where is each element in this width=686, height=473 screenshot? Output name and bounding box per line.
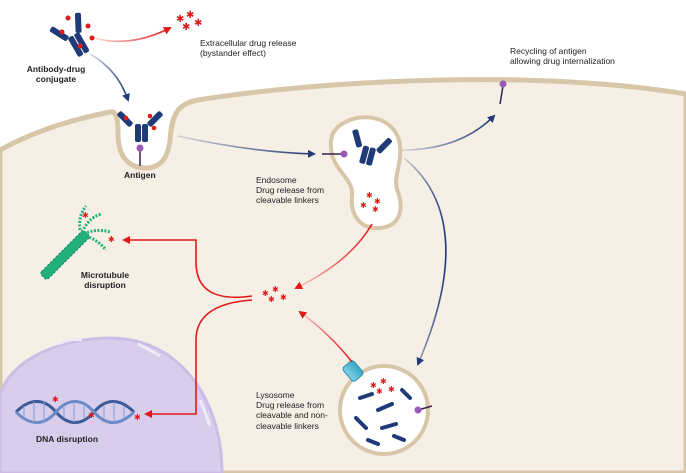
svg-text:✱: ✱ xyxy=(194,18,202,29)
svg-text:✱: ✱ xyxy=(280,293,287,302)
arrow-to-dna xyxy=(144,299,253,418)
svg-text:✱: ✱ xyxy=(272,285,279,294)
drug-cluster-endosome: ✱✱✱✱ xyxy=(360,191,381,214)
label-lysosome: Lysosome xyxy=(256,390,295,400)
svg-text:✱: ✱ xyxy=(376,387,383,396)
svg-text:✱: ✱ xyxy=(370,381,377,390)
svg-text:✱: ✱ xyxy=(182,22,190,33)
arrow-to-microtubule xyxy=(122,236,253,298)
label-lysosome-desc-2: cleavable and non- xyxy=(256,410,328,421)
svg-text:✱: ✱ xyxy=(186,10,194,21)
microtubule xyxy=(40,205,111,280)
adc-free xyxy=(49,12,90,57)
arrow-recycling xyxy=(401,114,496,151)
nucleus xyxy=(0,336,224,473)
antigen-marker xyxy=(136,144,144,152)
label-endosome-desc-2: cleavable linkers xyxy=(256,195,319,206)
adc-endosome xyxy=(352,129,392,166)
arrow-endosome-release xyxy=(294,223,373,289)
svg-text:✱: ✱ xyxy=(82,211,89,220)
svg-text:✱: ✱ xyxy=(360,201,367,210)
svg-text:✱: ✱ xyxy=(88,411,95,420)
label-recycling-bold: Recycling xyxy=(510,46,547,56)
arrow-to-lysosome xyxy=(403,157,447,366)
svg-text:✱: ✱ xyxy=(262,289,269,298)
label-microtubule-1: Microtubule xyxy=(80,270,130,280)
label-lysosome-desc-1: Drug release from xyxy=(256,400,325,411)
label-endosome-block: Endosome Drug release from cleavable lin… xyxy=(256,175,324,206)
drug-cluster-extracellular: ✱✱✱✱ xyxy=(176,10,202,33)
adc-bound-payload xyxy=(123,113,157,131)
label-extracellular-line1: Extracellular drug release xyxy=(200,38,297,48)
label-dna: DNA disruption xyxy=(36,434,99,444)
nuclear-pore xyxy=(198,399,212,427)
svg-text:✱: ✱ xyxy=(388,385,395,394)
arrow-internalization xyxy=(177,135,316,158)
nuclear-pore xyxy=(57,338,83,346)
adc-free-payload xyxy=(59,15,95,49)
svg-text:✱: ✱ xyxy=(134,413,141,422)
dna-payload: ✱ ✱ ✱ xyxy=(52,395,141,422)
label-microtubule: Microtubule disruption xyxy=(60,270,150,290)
adc-bound xyxy=(117,111,163,142)
label-recycling-line2: allowing drug internalization xyxy=(510,56,615,67)
nuclear-pore xyxy=(137,342,161,358)
arrow-extracellular-release xyxy=(93,27,172,43)
label-extracellular: Extracellular drug release (bystander ef… xyxy=(200,38,296,58)
svg-text:✱: ✱ xyxy=(372,205,379,214)
drug-cluster-lysosome: ✱✱✱✱ xyxy=(370,377,395,396)
svg-text:✱: ✱ xyxy=(108,235,115,244)
label-extracellular-line2: (bystander effect) xyxy=(200,48,266,59)
label-lysosome-block: Lysosome Drug release from cleavable and… xyxy=(256,390,328,431)
endosome-antigen xyxy=(340,150,348,158)
svg-text:✱: ✱ xyxy=(366,191,373,200)
label-adc: Antibody-drug conjugate xyxy=(26,64,86,85)
arrow-binding xyxy=(89,53,130,102)
lysosome-antigen xyxy=(414,406,422,414)
lysosome xyxy=(338,364,430,456)
microtubule-payload: ✱✱ xyxy=(82,211,115,244)
arrow-lysosome-release xyxy=(298,310,353,363)
label-lysosome-desc-3: cleavable linkers xyxy=(256,420,319,431)
svg-text:✱: ✱ xyxy=(374,197,381,206)
drug-cluster-cytoplasm: ✱✱✱✱ xyxy=(262,285,287,304)
label-endosome-desc-1: Drug release from xyxy=(256,185,325,196)
label-antigen: Antigen xyxy=(124,170,156,180)
svg-text:✱: ✱ xyxy=(52,395,59,404)
label-microtubule-2: disruption xyxy=(84,280,126,291)
recycled-antigen-stalk xyxy=(499,85,504,105)
lysosome-fragments xyxy=(354,388,412,446)
label-recycling-rest: of antigen xyxy=(546,46,587,56)
dna-helix xyxy=(14,400,136,424)
lysosome-channel xyxy=(342,360,364,382)
svg-text:✱: ✱ xyxy=(268,295,275,304)
recycled-antigen xyxy=(499,80,507,88)
label-recycling: Recycling of antigen allowing drug inter… xyxy=(510,46,615,66)
label-endosome: Endosome xyxy=(256,175,297,185)
svg-text:✱: ✱ xyxy=(176,14,184,25)
svg-text:✱: ✱ xyxy=(380,377,387,386)
